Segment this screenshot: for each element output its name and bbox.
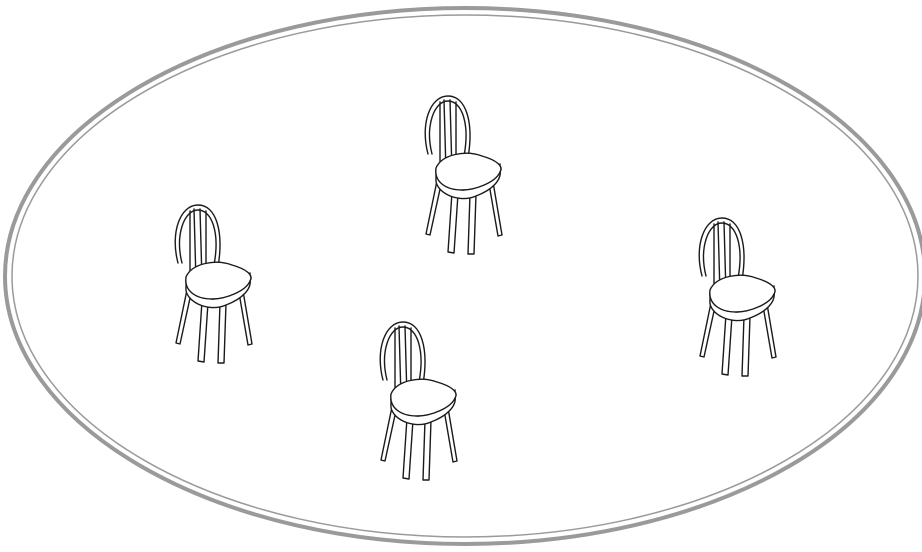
chair-bottom bbox=[380, 322, 457, 480]
chair-left bbox=[175, 205, 252, 363]
table-ring-outer bbox=[5, 8, 922, 544]
chair-top bbox=[425, 96, 502, 254]
chair-right bbox=[699, 218, 776, 376]
table-ring-inner bbox=[12, 15, 918, 537]
